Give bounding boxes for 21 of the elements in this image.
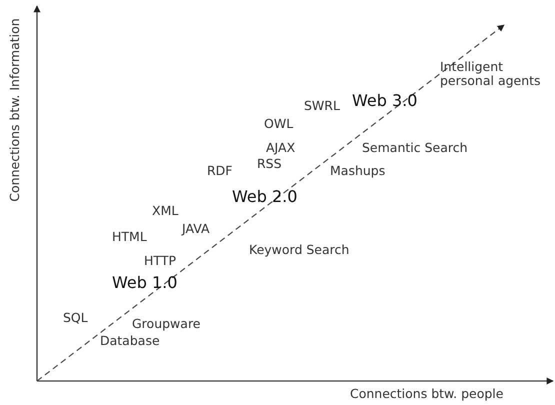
technology-label: Mashups	[330, 164, 386, 178]
axis-title: Connections btw. Information	[8, 17, 22, 204]
technology-label: Groupware	[132, 317, 200, 332]
technology-label: XML	[152, 204, 178, 218]
technology-label: SWRL	[304, 99, 340, 114]
technology-label: RDF	[207, 164, 233, 178]
era-label: Web 2.0	[232, 188, 298, 206]
technology-label: Keyword Search	[249, 243, 350, 258]
technology-label: JAVA	[182, 222, 210, 236]
technology-label: HTTP	[144, 254, 176, 268]
axis-title: Connections btw. people	[350, 387, 504, 402]
technology-label: Intelligent personal agents	[440, 60, 542, 89]
technology-label: SQL	[63, 311, 88, 326]
technology-label: Database	[100, 334, 160, 348]
technology-label: Semantic Search	[362, 141, 468, 156]
technology-label: OWL	[264, 117, 294, 132]
era-label: Web 3.0	[352, 92, 418, 110]
era-label: Web 1.0	[112, 274, 178, 292]
technology-label: HTML	[112, 230, 147, 244]
technology-label: RSS	[257, 157, 282, 172]
technology-label: AJAX	[266, 141, 296, 156]
